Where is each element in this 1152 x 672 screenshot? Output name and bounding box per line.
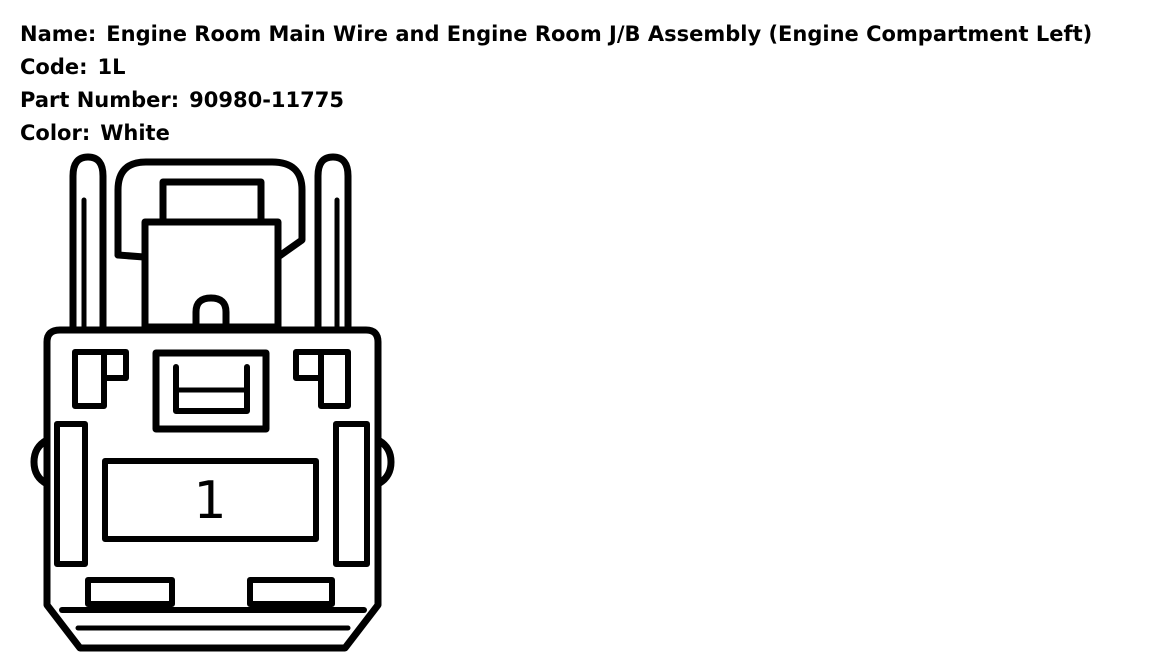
left-cavity-step (101, 349, 129, 381)
connector-info: Name: Engine Room Main Wire and Engine Ro… (20, 18, 1092, 150)
left-ear (30, 436, 51, 488)
right-post (314, 153, 352, 334)
name-value: Engine Room Main Wire and Engine Room J/… (106, 22, 1093, 46)
lock-nub (192, 294, 230, 331)
color-row: Color: White (20, 117, 1092, 150)
code-label: Code: (20, 55, 88, 79)
connector-body (43, 326, 382, 652)
code-row: Code: 1L (20, 51, 1092, 84)
color-label: Color: (20, 121, 91, 145)
latch-window (152, 349, 270, 433)
part-number-row: Part Number: 90980-11775 (20, 84, 1092, 117)
part-number-value: 90980-11775 (189, 88, 344, 112)
code-value: 1L (97, 55, 126, 79)
color-value: White (100, 121, 170, 145)
lock-housing-left-step (114, 251, 148, 261)
name-label: Name: (20, 22, 97, 46)
right-cavity-step (293, 349, 324, 381)
pin-number: 1 (193, 471, 226, 531)
name-row: Name: Engine Room Main Wire and Engine Ro… (20, 18, 1092, 51)
right-cavity (318, 349, 351, 409)
bottom-left-tab (85, 577, 175, 607)
part-number-label: Part Number: (20, 88, 180, 112)
lock-tab (159, 178, 265, 226)
lock-housing (114, 158, 306, 261)
left-rail (54, 421, 88, 567)
left-post (69, 153, 107, 334)
bottom-right-tab (247, 577, 335, 607)
right-ear (374, 436, 395, 488)
pin-cavity (102, 458, 319, 542)
right-rail (333, 421, 370, 567)
left-cavity (72, 349, 107, 409)
lock-body (141, 218, 282, 331)
